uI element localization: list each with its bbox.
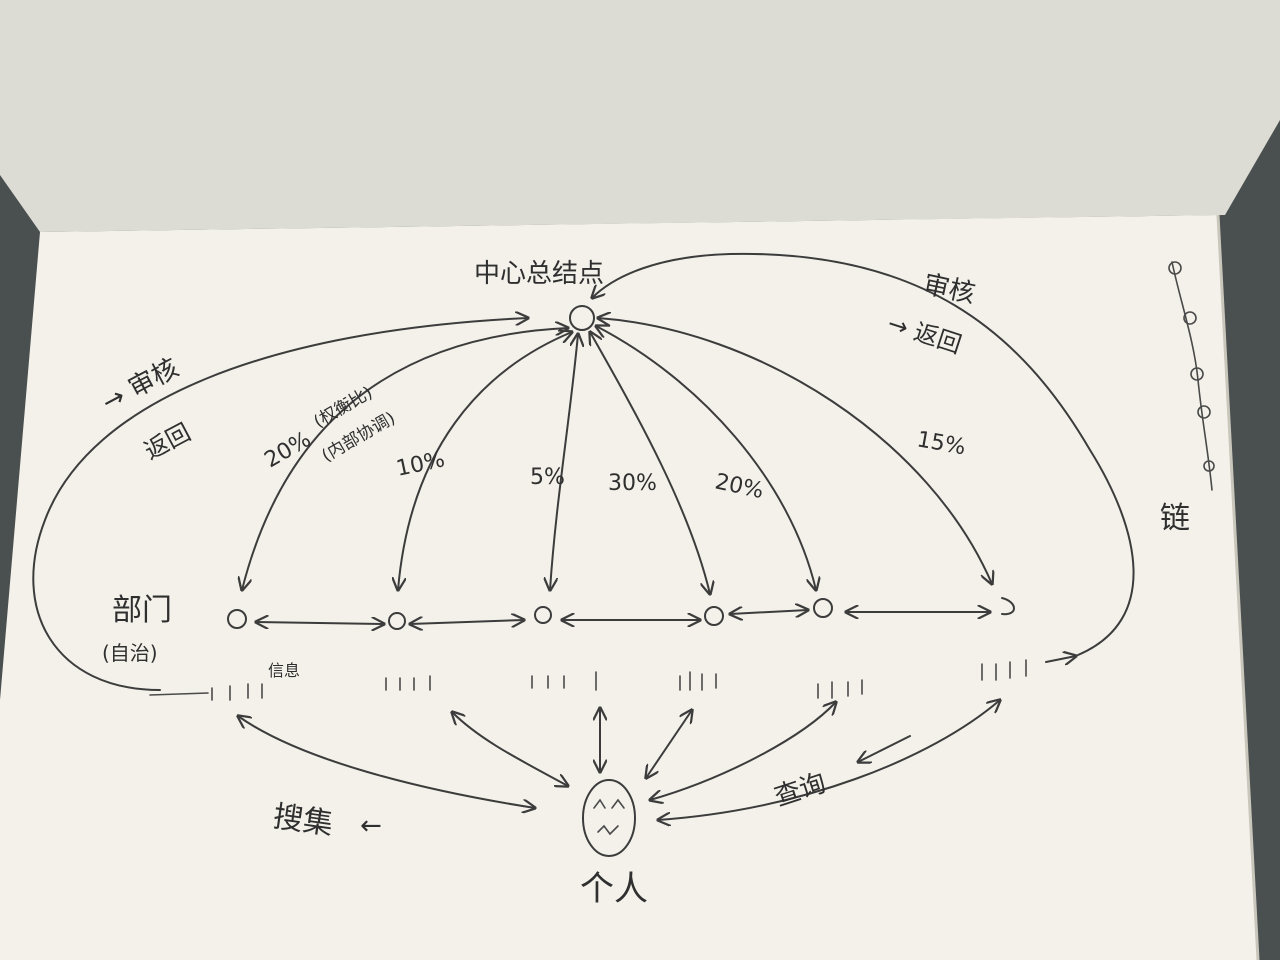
dept-node-1 [227,609,247,629]
dept-node-4 [704,606,724,626]
dept-node-6 [1001,597,1015,616]
info-tally-1 [149,683,263,701]
edge-6 [598,318,992,584]
peer-arrow-2 [410,620,524,624]
info-tally-6 [981,659,1027,681]
info-tally-4 [679,671,717,691]
search-label: 搜集 [271,799,335,842]
chain-icon [1168,261,1215,491]
info-tally-2 [385,675,431,691]
dept-node-3 [534,606,552,624]
right-tally-arrow [1045,656,1076,662]
info-tally-3 [531,671,597,691]
person-arrow-1 [238,716,535,808]
page-edge [1216,214,1260,960]
info-label: 信息 [268,661,300,680]
notebook-page [0,215,1258,960]
dept-label: 部门 [112,593,172,628]
center-node [569,305,595,331]
chain-label: 链 [1160,501,1190,536]
dept-node-2 [388,612,406,630]
edge-percent-4: 30% [608,471,657,496]
query-arrow [858,735,911,762]
person-face-icon [582,779,636,857]
dept-node-5 [813,598,833,618]
peer-arrow-1 [256,622,384,624]
person-arrow-2 [452,712,568,786]
edge-percent-3: 5% [530,465,565,490]
center-label: 中心总结点 [474,259,604,289]
person-label: 个人 [580,869,648,909]
peer-arrow-4 [730,610,808,614]
back-cover [0,0,1280,232]
dept-sub-label: (自治) [102,641,158,665]
info-tally-5 [817,679,863,699]
person-arrow-6 [658,700,1000,820]
edge-2 [398,332,572,590]
search-arrow: ← [360,811,382,841]
edge-3 [550,334,578,590]
